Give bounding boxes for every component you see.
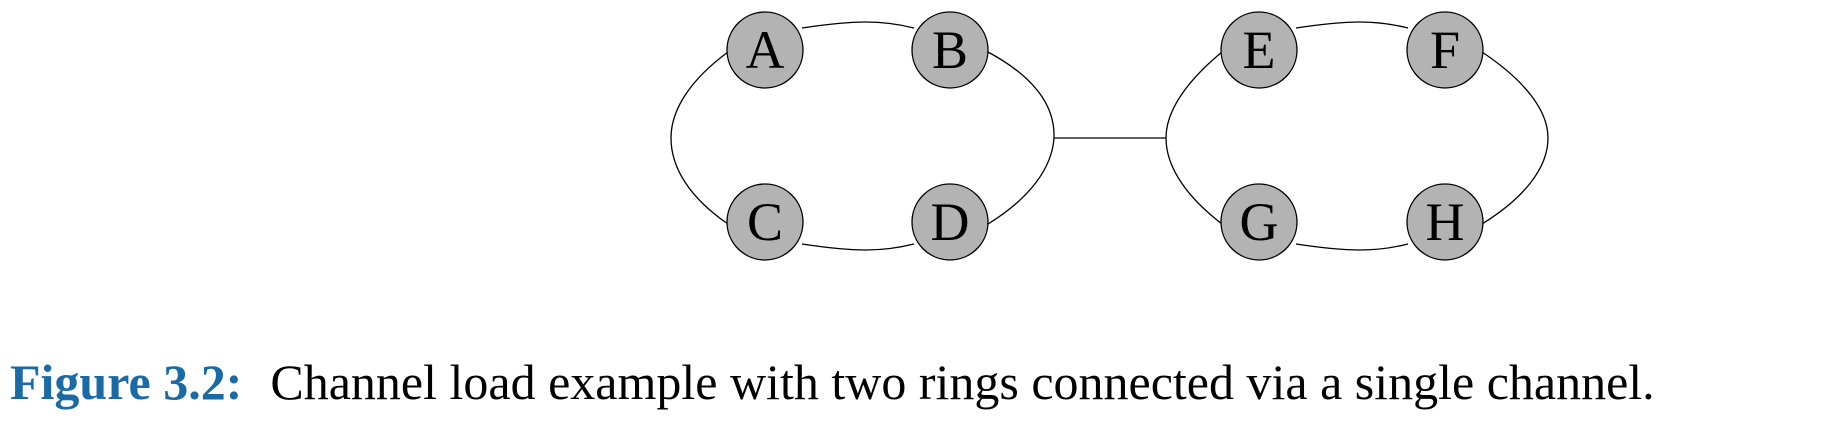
node-b-label: B: [932, 20, 968, 80]
node-a-label: A: [746, 20, 785, 80]
node-f-circle: [1406, 11, 1484, 89]
node-h-label: H: [1426, 192, 1465, 252]
node-e-circle: [1220, 11, 1298, 89]
node-a-circle: [726, 11, 804, 89]
node-b: B: [911, 11, 989, 89]
edge-a-b: [801, 21, 915, 29]
node-e-label: E: [1243, 20, 1276, 80]
node-d-circle: [911, 183, 989, 261]
edge-e-f: [1295, 21, 1409, 29]
node-g: G: [1220, 183, 1298, 261]
node-h: H: [1406, 183, 1484, 261]
node-d-label: D: [931, 192, 970, 252]
edge-e-g: [1165, 51, 1223, 225]
edge-b-d: [987, 51, 1055, 225]
node-a: A: [726, 11, 804, 89]
edge-f-h: [1481, 51, 1549, 225]
node-c-circle: [726, 183, 804, 261]
node-d: D: [911, 183, 989, 261]
node-f-label: F: [1430, 20, 1460, 80]
node-h-circle: [1406, 183, 1484, 261]
ring-network-diagram: A B C D E F G H: [670, 11, 1549, 261]
node-g-circle: [1220, 183, 1298, 261]
edge-c-d: [801, 243, 915, 251]
node-b-circle: [911, 11, 989, 89]
figure-caption: Figure 3.2: Channel load example with two…: [10, 350, 1820, 414]
figure-caption-text: Channel load example with two rings conn…: [270, 354, 1655, 410]
figure-label: Figure 3.2:: [10, 354, 243, 410]
edge-g-h: [1295, 243, 1409, 251]
node-f: F: [1406, 11, 1484, 89]
node-c: C: [726, 183, 804, 261]
node-c-label: C: [747, 192, 783, 252]
edge-a-c: [670, 51, 729, 225]
node-e: E: [1220, 11, 1298, 89]
node-g-label: G: [1240, 192, 1279, 252]
